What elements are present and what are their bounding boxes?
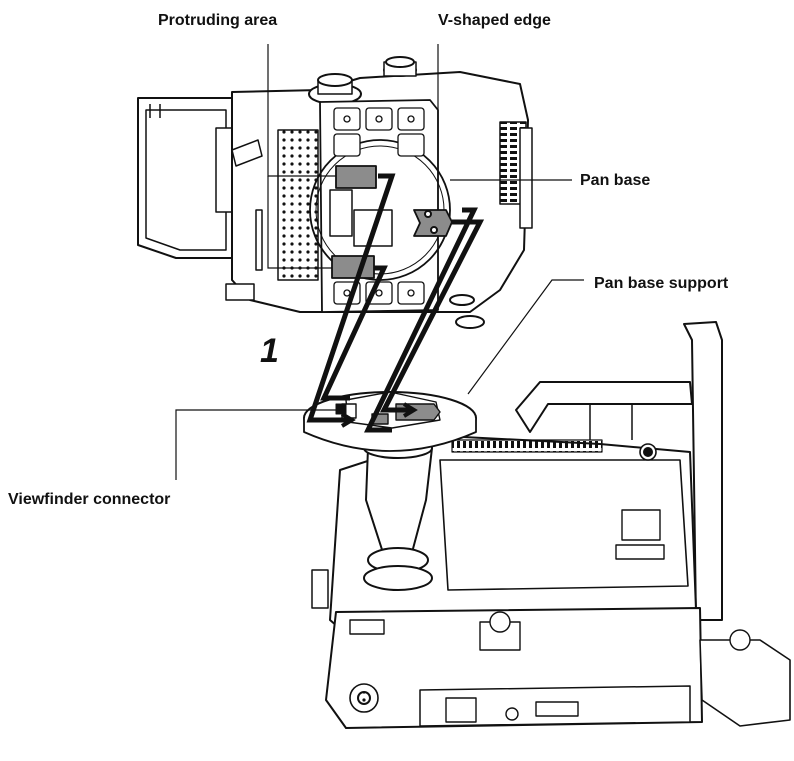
assembly-arrows [306, 173, 485, 433]
camera-unit [311, 321, 791, 729]
label-v-shaped-edge: V-shaped edge [438, 12, 551, 29]
step-number: 1 [260, 332, 279, 370]
label-viewfinder-connector: Viewfinder connector [8, 491, 171, 508]
viewfinder-connector-socket [335, 403, 347, 415]
viewfinder-unit [137, 56, 533, 329]
leader-protruding-lower [267, 176, 332, 269]
label-protruding-area: Protruding area [158, 12, 278, 29]
leader-pan-base-support [467, 279, 584, 395]
label-pan-base: Pan base [580, 172, 651, 189]
protruding-area-upper [335, 165, 377, 189]
pan-base-plate [413, 209, 453, 237]
protruding-area-lower [331, 255, 375, 279]
leader-lines [175, 44, 584, 480]
leader-viewfinder-connector [175, 409, 336, 480]
label-pan-base-support: Pan base support [594, 275, 729, 292]
carry-handle-frame [683, 321, 723, 621]
